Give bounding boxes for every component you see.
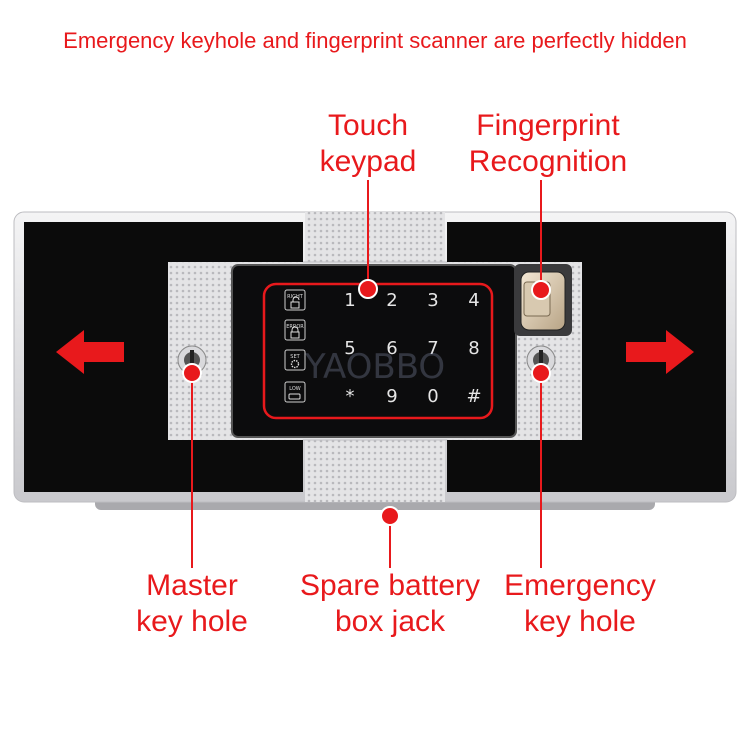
- key-hash[interactable]: #: [466, 386, 481, 407]
- left-door-panel: [24, 222, 303, 492]
- battery-icon: [288, 393, 301, 400]
- keypad-outline: [262, 282, 494, 420]
- lock-icon: [290, 326, 300, 339]
- callout-leaders: [191, 180, 542, 568]
- keypad-keys: 1 2 3 4 5 6 7 8 * 9 0 #: [344, 290, 481, 407]
- right-door-panel: [447, 222, 726, 492]
- status-icons: [284, 289, 306, 403]
- status-low-label: LOW: [289, 386, 301, 392]
- callout-dots: [182, 279, 551, 526]
- key-5[interactable]: 5: [344, 338, 355, 359]
- key-9[interactable]: 9: [386, 386, 397, 407]
- headline: Emergency keyhole and fingerprint scanne…: [63, 28, 687, 53]
- key-star[interactable]: *: [346, 386, 355, 407]
- key-3[interactable]: 3: [427, 290, 438, 311]
- key-1[interactable]: 1: [344, 290, 355, 311]
- key-6[interactable]: 6: [386, 338, 397, 359]
- key-0[interactable]: 0: [427, 386, 438, 407]
- key-7[interactable]: 7: [427, 338, 438, 359]
- watermark: YAOBBO: [304, 347, 445, 387]
- status-set-label: SET: [290, 354, 300, 360]
- key-8[interactable]: 8: [468, 338, 479, 359]
- unlock-icon: [290, 296, 300, 309]
- key-4[interactable]: 4: [468, 290, 479, 311]
- slide-left-arrow: [56, 330, 124, 374]
- gear-icon: [290, 359, 300, 369]
- slide-right-arrow: [626, 330, 694, 374]
- key-2[interactable]: 2: [386, 290, 397, 311]
- keypad-panel: [231, 264, 517, 438]
